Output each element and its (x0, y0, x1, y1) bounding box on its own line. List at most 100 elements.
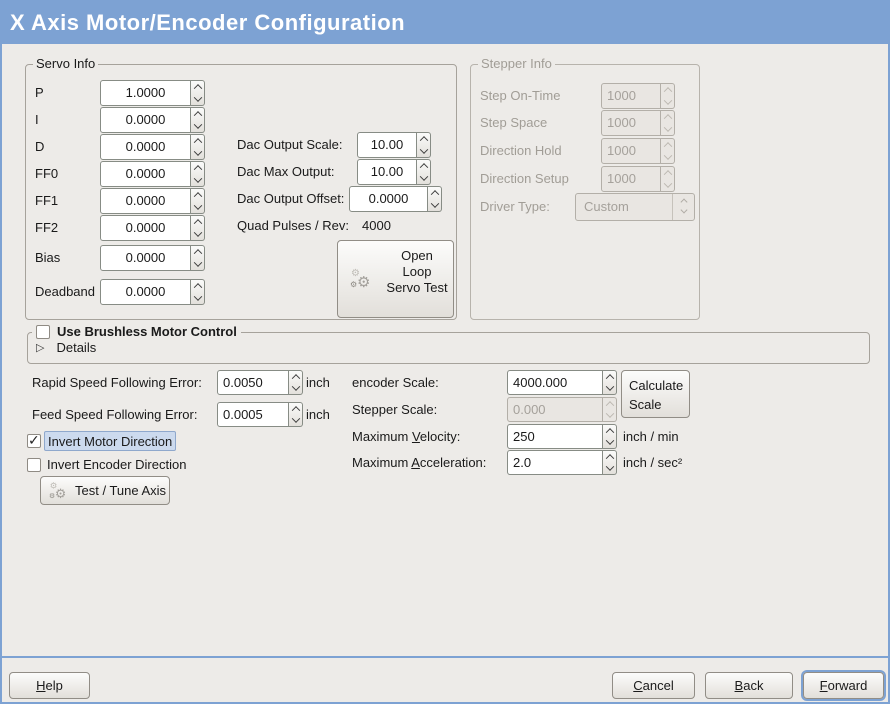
spin-up-icon[interactable] (191, 216, 204, 228)
spin-up-icon[interactable] (191, 135, 204, 147)
spin-down-icon[interactable] (191, 120, 204, 132)
servo-i-label: I (35, 112, 39, 127)
spin-down-icon[interactable] (191, 93, 204, 105)
servo-ff2-label: FF2 (35, 220, 59, 235)
servo-ff2-spin[interactable]: 0.0000 (100, 215, 205, 241)
open-loop-servo-test-button[interactable]: ⚙⚙⚙ Open Loop Servo Test (337, 240, 454, 318)
use-brushless-label: Use Brushless Motor Control (57, 324, 237, 339)
feed-following-error-value[interactable]: 0.0005 (217, 402, 289, 427)
invert-motor-direction-label[interactable]: Invert Motor Direction (44, 431, 177, 451)
spin-up-icon[interactable] (289, 403, 302, 415)
servo-p-value[interactable]: 1.0000 (100, 80, 191, 106)
rapid-following-error-value[interactable]: 0.0050 (217, 370, 289, 395)
dac-max-output-label: Dac Max Output: (237, 164, 335, 179)
maximum-velocity-value[interactable]: 250 (507, 424, 603, 449)
servo-ff0-value[interactable]: 0.0000 (100, 161, 191, 187)
spin-down-icon[interactable] (191, 147, 204, 159)
expander-arrow-icon[interactable]: ▷ (36, 342, 45, 354)
cancel-button[interactable]: Cancel (612, 672, 695, 699)
servo-ff1-value[interactable]: 0.0000 (100, 188, 191, 214)
spin-up-icon[interactable] (289, 371, 302, 383)
page-header: X Axis Motor/Encoder Configuration (2, 2, 888, 44)
servo-i-value[interactable]: 0.0000 (100, 107, 191, 133)
spin-down-icon[interactable] (191, 292, 204, 304)
spin-up-icon[interactable] (603, 451, 616, 463)
spin-down-icon[interactable] (191, 201, 204, 213)
spin-up-icon[interactable] (191, 246, 204, 258)
forward-button[interactable]: Forward (803, 672, 884, 699)
back-button[interactable]: Back (705, 672, 793, 699)
gears-icon: ⚙⚙⚙ (350, 268, 371, 291)
servo-d-spin[interactable]: 0.0000 (100, 134, 205, 160)
stepper-scale-spin: 0.000 (507, 397, 617, 422)
spin-down-icon[interactable] (417, 145, 430, 157)
spin-up-icon[interactable] (603, 371, 616, 383)
maximum-acceleration-value[interactable]: 2.0 (507, 450, 603, 475)
spin-up-icon[interactable] (191, 280, 204, 292)
servo-bias-spin[interactable]: 0.0000 (100, 245, 205, 271)
feed-following-error-spin[interactable]: 0.0005 (217, 402, 303, 427)
spin-up-icon[interactable] (191, 162, 204, 174)
maximum-velocity-spin[interactable]: 250 (507, 424, 617, 449)
rapid-following-error-spin[interactable]: 0.0050 (217, 370, 303, 395)
servo-d-value[interactable]: 0.0000 (100, 134, 191, 160)
servo-deadband-spin[interactable]: 0.0000 (100, 279, 205, 305)
spin-down-icon[interactable] (603, 382, 616, 395)
dac-output-offset-value[interactable]: 0.0000 (349, 186, 428, 212)
spin-down-icon[interactable] (289, 382, 302, 395)
servo-ff2-value[interactable]: 0.0000 (100, 215, 191, 241)
stepper-scale-label: Stepper Scale: (352, 402, 438, 417)
dac-output-offset-label: Dac Output Offset: (237, 191, 345, 206)
stepper-scale-value: 0.000 (507, 397, 603, 422)
spin-down-icon[interactable] (191, 174, 204, 186)
rapid-following-error-unit: inch (306, 375, 330, 390)
servo-p-spin[interactable]: 1.0000 (100, 80, 205, 106)
encoder-scale-value[interactable]: 4000.000 (507, 370, 603, 395)
spin-up-icon[interactable] (191, 189, 204, 201)
spin-up-icon[interactable] (417, 133, 430, 145)
dac-output-offset-spin[interactable]: 0.0000 (349, 186, 442, 212)
use-brushless-checkbox[interactable] (36, 324, 50, 339)
spin-down-icon (661, 151, 674, 163)
invert-encoder-direction-label[interactable]: Invert Encoder Direction (47, 457, 187, 472)
maximum-acceleration-spin[interactable]: 2.0 (507, 450, 617, 475)
invert-encoder-direction-checkbox[interactable] (27, 458, 41, 472)
details-expander[interactable]: ▷ Details (36, 340, 96, 355)
spin-down-icon[interactable] (417, 172, 430, 184)
servo-ff0-spin[interactable]: 0.0000 (100, 161, 205, 187)
help-button[interactable]: Help (9, 672, 90, 699)
spin-up-icon[interactable] (191, 108, 204, 120)
encoder-scale-spin[interactable]: 4000.000 (507, 370, 617, 395)
spin-down-icon[interactable] (191, 258, 204, 270)
servo-i-spin[interactable]: 0.0000 (100, 107, 205, 133)
servo-deadband-value[interactable]: 0.0000 (100, 279, 191, 305)
spin-down-icon[interactable] (191, 228, 204, 240)
spin-down-icon[interactable] (289, 414, 302, 427)
invert-motor-direction-checkbox[interactable]: ✓ (27, 432, 41, 448)
spin-down-icon[interactable] (603, 462, 616, 475)
driver-type-label: Driver Type: (480, 199, 550, 214)
spin-down-icon[interactable] (603, 436, 616, 449)
spin-up-icon[interactable] (191, 81, 204, 93)
feed-following-error-unit: inch (306, 407, 330, 422)
dac-output-scale-label: Dac Output Scale: (237, 137, 343, 152)
servo-ff1-spin[interactable]: 0.0000 (100, 188, 205, 214)
action-area-separator (2, 656, 888, 658)
encoder-scale-label: encoder Scale: (352, 375, 439, 390)
dac-output-scale-value[interactable]: 10.00 (357, 132, 417, 158)
calculate-scale-button[interactable]: Calculate Scale (621, 370, 690, 418)
spin-up-icon[interactable] (417, 160, 430, 172)
dac-max-output-spin[interactable]: 10.00 (357, 159, 431, 185)
spin-up-icon[interactable] (603, 425, 616, 437)
spin-up-icon[interactable] (428, 187, 441, 199)
quad-pulses-value: 4000 (362, 218, 391, 233)
spin-up-icon (661, 84, 674, 96)
direction-hold-label: Direction Hold (480, 143, 562, 158)
dac-max-output-value[interactable]: 10.00 (357, 159, 417, 185)
spin-down-icon (603, 409, 616, 422)
dac-output-scale-spin[interactable]: 10.00 (357, 132, 431, 158)
spin-down-icon[interactable] (428, 199, 441, 211)
servo-bias-value[interactable]: 0.0000 (100, 245, 191, 271)
test-tune-axis-button[interactable]: ⚙⚙⚙ Test / Tune Axis (40, 476, 170, 505)
